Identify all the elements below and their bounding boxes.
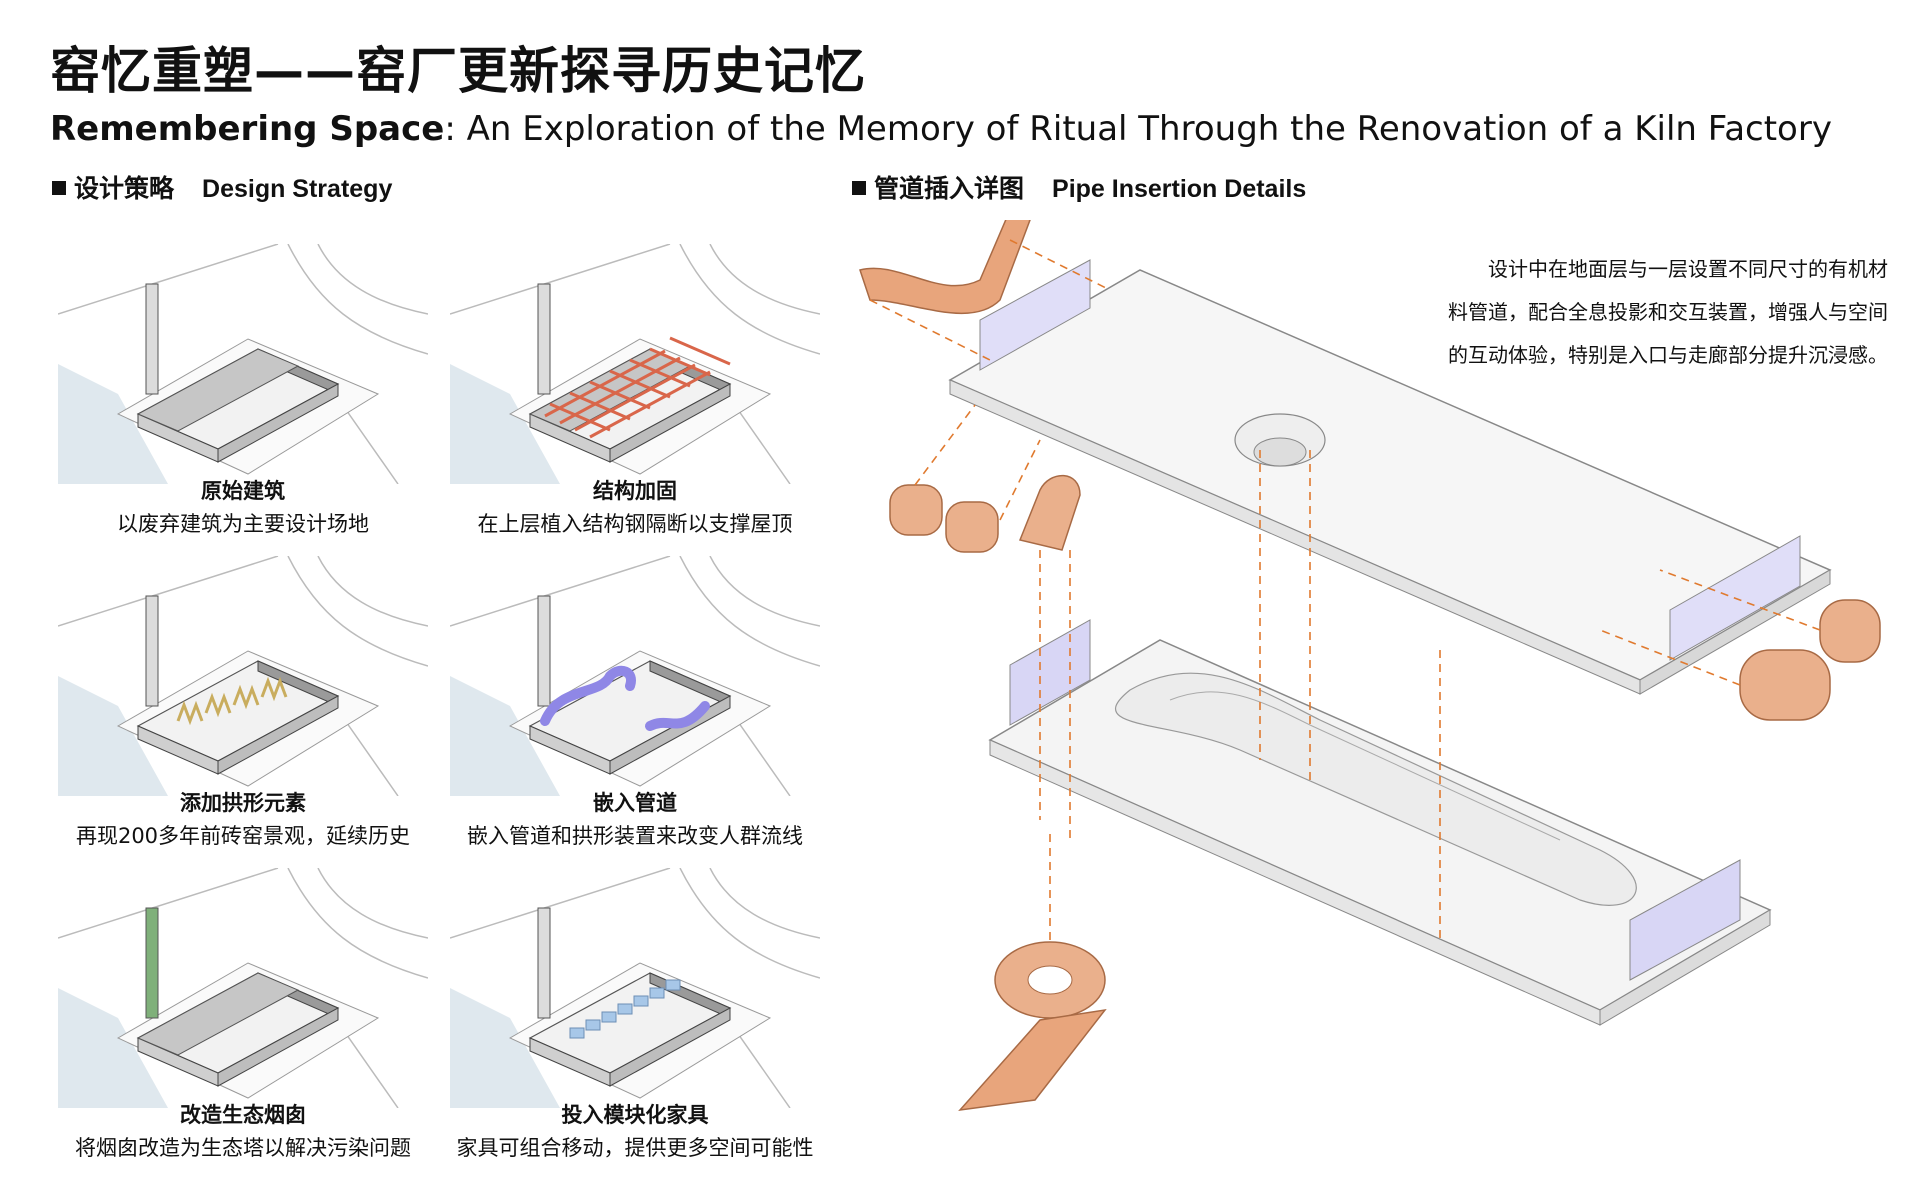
site-road-lines — [450, 868, 820, 1108]
strategy-panel-4 — [450, 556, 820, 796]
subtitle-bold: Remembering Space — [50, 109, 445, 149]
site-road-lines — [450, 556, 820, 796]
strategy-desc: 将烟囱改造为生态塔以解决污染问题 — [75, 1136, 411, 1160]
steel-beam — [544, 349, 666, 418]
page-subtitle: Remembering Space: An Exploration of the… — [50, 112, 1832, 146]
strategy-thumbnail — [58, 244, 428, 484]
design-strategy-en: Design Strategy — [202, 175, 393, 203]
strategy-title: 嵌入管道 — [593, 791, 677, 815]
pipe-details-cn: 管道插入详图 — [874, 174, 1025, 203]
strategy-panel-3 — [58, 556, 428, 796]
strategy-thumbnail — [450, 556, 820, 796]
modular-furniture — [569, 1027, 585, 1039]
steel-beam — [574, 363, 696, 432]
dashed-leader-lines — [869, 239, 1821, 940]
chimney — [537, 283, 551, 395]
strategy-thumbnail — [450, 868, 820, 1108]
strategy-panel-6 — [450, 868, 820, 1108]
strategy-caption-5: 改造生态烟囱将烟囱改造为生态塔以解决污染问题 — [43, 1105, 443, 1159]
strategy-desc: 嵌入管道和拱形装置来改变人群流线 — [467, 824, 803, 848]
modular-furniture — [585, 1019, 601, 1031]
water-area — [450, 364, 560, 484]
water-area — [450, 676, 560, 796]
design-strategy-heading: 设计策略 Design Strategy — [52, 176, 392, 202]
strategy-panel-5 — [58, 868, 428, 1108]
strategy-panel-2 — [450, 244, 820, 484]
building-arcade — [217, 1007, 339, 1087]
strategy-desc: 家具可组合移动，提供更多空间可能性 — [456, 1136, 814, 1160]
building-arcade — [609, 1007, 731, 1087]
ground-floor-plate — [988, 619, 1772, 1026]
strategy-panel-1 — [58, 244, 428, 484]
pipe-description: 设计中在地面层与一层设置不同尺寸的有机材料管道，配合全息投影和交互装置，增强人与… — [1448, 257, 1888, 367]
strategy-title: 改造生态烟囱 — [180, 1103, 306, 1127]
orange-pipes — [859, 208, 1881, 1112]
square-bullet-icon — [52, 181, 66, 195]
strategy-thumbnail — [450, 244, 820, 484]
chimney — [145, 907, 159, 1019]
strategy-thumbnail — [58, 868, 428, 1108]
strategy-desc: 以废弃建筑为主要设计场地 — [117, 512, 369, 536]
pipe-details-heading: 管道插入详图 Pipe Insertion Details — [852, 176, 1306, 202]
strategy-caption-1: 原始建筑以废弃建筑为主要设计场地 — [43, 481, 443, 535]
building-arcade — [217, 383, 339, 463]
site-road-lines — [58, 556, 428, 796]
arch-element — [260, 676, 288, 702]
square-bullet-icon — [852, 181, 866, 195]
building-arcade — [217, 695, 339, 775]
chimney — [537, 907, 551, 1019]
water-area — [58, 676, 168, 796]
building-roof — [136, 348, 300, 432]
design-strategy-cn: 设计策略 — [74, 174, 175, 203]
violet-pipe — [645, 701, 710, 731]
site-road-lines — [450, 244, 820, 484]
strategy-title: 添加拱形元素 — [180, 791, 306, 815]
steel-beam — [669, 336, 731, 366]
site-road-lines — [58, 868, 428, 1108]
building-roof — [136, 972, 300, 1056]
water-area — [58, 988, 168, 1108]
chimney — [145, 595, 159, 707]
page-title: 窑忆重塑——窑厂更新探寻历史记忆 — [50, 42, 866, 100]
steel-beam — [589, 370, 711, 439]
modular-furniture — [601, 1011, 617, 1023]
strategy-title: 结构加固 — [593, 479, 677, 503]
violet-pipe — [540, 665, 636, 726]
chimney — [537, 595, 551, 707]
modular-furniture — [649, 987, 665, 999]
chimney — [145, 283, 159, 395]
pipe-details-en: Pipe Insertion Details — [1052, 175, 1307, 203]
strategy-caption-3: 添加拱形元素再现200多年前砖窑景观，延续历史 — [43, 793, 443, 847]
strategy-thumbnail — [58, 556, 428, 796]
strategy-caption-2: 结构加固在上层植入结构钢隔断以支撑屋顶 — [435, 481, 835, 535]
exploded-axonometric — [859, 208, 1881, 1112]
site-road-lines — [58, 244, 428, 484]
modular-furniture — [633, 995, 649, 1007]
building-arcade — [609, 383, 731, 463]
strategy-desc: 在上层植入结构钢隔断以支撑屋顶 — [477, 512, 793, 536]
subtitle-rest: : An Exploration of the Memory of Ritual… — [444, 109, 1832, 149]
modular-furniture — [617, 1003, 633, 1015]
strategy-title: 原始建筑 — [201, 479, 285, 503]
steel-beam — [559, 356, 681, 425]
arch-element — [176, 700, 204, 726]
strategy-caption-4: 嵌入管道嵌入管道和拱形装置来改变人群流线 — [435, 793, 835, 847]
strategy-desc: 再现200多年前砖窑景观，延续历史 — [75, 824, 411, 848]
water-area — [58, 364, 168, 484]
modular-furniture — [665, 979, 681, 991]
water-area — [450, 988, 560, 1108]
strategy-caption-6: 投入模块化家具家具可组合移动，提供更多空间可能性 — [435, 1105, 835, 1159]
strategy-title: 投入模块化家具 — [561, 1103, 709, 1127]
arch-element — [232, 684, 260, 710]
pipe-insertion-diagram — [840, 208, 1900, 1180]
arch-element — [204, 692, 232, 718]
